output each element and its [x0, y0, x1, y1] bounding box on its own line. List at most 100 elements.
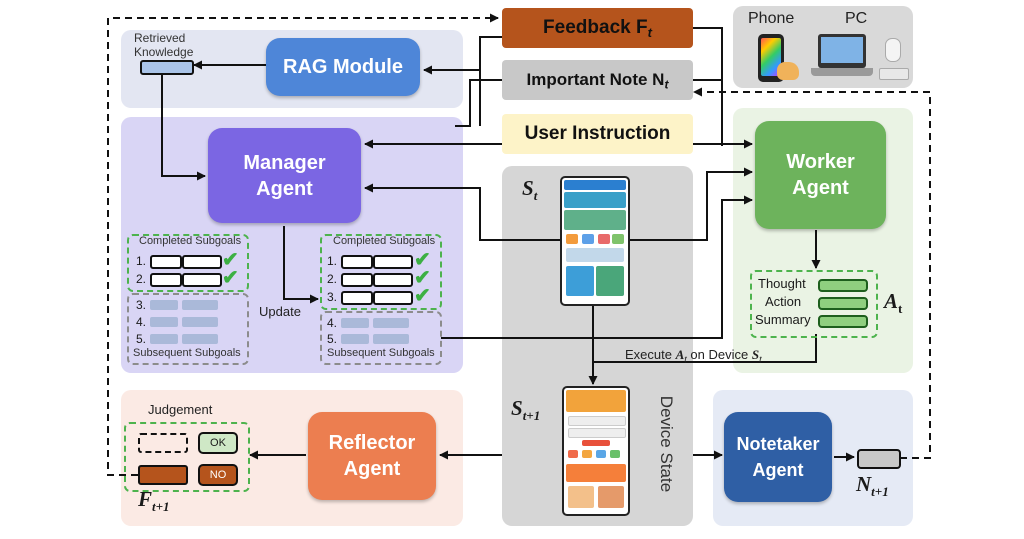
- right-subgoal-slot: [341, 273, 373, 287]
- left-subgoal-number-1: 1.: [136, 254, 147, 268]
- right-subsequent-title: Subsequent Subgoals: [327, 347, 435, 359]
- devices-block: Phone PC: [733, 6, 913, 88]
- action-item-thought: Thought: [758, 276, 806, 291]
- left-subsequent-slot: [182, 334, 218, 344]
- update-label: Update: [259, 304, 301, 319]
- feedback-subscript: t: [647, 24, 652, 40]
- retrieved-knowledge-chip: [140, 60, 194, 75]
- judgement-title: Judgement: [148, 402, 213, 417]
- execute-label: Execute At on Device St: [625, 347, 762, 365]
- execute-s: S: [751, 347, 760, 362]
- left-subgoal-slot: [182, 255, 222, 269]
- left-subsequent-slot: [182, 300, 218, 310]
- right-subgoal-slot: [373, 273, 413, 287]
- important-note-subscript: t: [664, 77, 669, 92]
- left-subsequent-subgoals: [127, 293, 249, 365]
- action-letter: A: [884, 289, 899, 313]
- phone-label: Phone: [748, 10, 795, 27]
- feedback-label: Feedback F: [543, 17, 648, 38]
- right-subgoal-slot: [373, 255, 413, 269]
- check-icon: ✔: [414, 267, 431, 289]
- right-subgoal-number-3: 3.: [327, 290, 338, 304]
- hand-icon: [777, 62, 799, 80]
- right-subgoal-slot: [373, 291, 413, 305]
- left-subgoal-slot: [182, 273, 222, 287]
- important-note-label: Important Note N: [526, 70, 665, 89]
- note-next-letter: N: [856, 472, 872, 496]
- right-subgoal-slot: [341, 255, 373, 269]
- state-st1-label: St+1: [511, 396, 540, 424]
- right-subgoal-number-1: 1.: [327, 254, 338, 268]
- left-subgoal-number-3: 3.: [136, 298, 147, 312]
- state-st1-letter: S: [511, 396, 523, 420]
- summary-bar: [818, 315, 868, 328]
- user-instruction-signal: User Instruction: [502, 114, 693, 154]
- state-st-subscript: t: [533, 188, 538, 204]
- feedback-next-label: Ft+1: [138, 487, 170, 515]
- right-subsequent-slot: [373, 334, 409, 344]
- judgement-no: NO: [198, 464, 238, 486]
- action-box: [750, 270, 878, 338]
- left-completed-title: Completed Subgoals: [139, 235, 242, 247]
- right-subsequent-subgoals: [320, 311, 442, 365]
- check-icon: ✔: [414, 249, 431, 271]
- action-item-action: Action: [765, 294, 802, 309]
- execute-s-sub: t: [759, 354, 762, 365]
- thought-bar: [818, 279, 868, 292]
- right-subgoal-number-5: 5.: [327, 332, 338, 346]
- check-icon: ✔: [414, 285, 431, 307]
- right-completed-subgoals: [320, 234, 442, 310]
- check-icon: ✔: [222, 267, 239, 289]
- right-subgoal-slot: [341, 291, 373, 305]
- left-subsequent-slot: [150, 334, 178, 344]
- state-st-label: St: [522, 176, 537, 204]
- reflector-agent: Reflector Agent: [308, 412, 436, 500]
- judgement-empty-slot: [138, 433, 188, 453]
- feedback-next-subscript: t+1: [152, 499, 170, 515]
- rag-module: RAG Module: [266, 38, 420, 96]
- right-subsequent-slot: [341, 334, 369, 344]
- left-subgoal-number-2: 2.: [136, 272, 147, 286]
- left-subsequent-slot: [182, 317, 218, 327]
- execute-prefix: Execute: [625, 347, 676, 362]
- action-subscript: t: [898, 301, 903, 317]
- judgement-ok: OK: [198, 432, 238, 454]
- notetaker-agent: Notetaker Agent: [724, 412, 832, 502]
- left-subgoal-slot: [150, 255, 182, 269]
- judgement-box: [124, 422, 250, 492]
- action-bar: [818, 297, 868, 310]
- worker-agent: Worker Agent: [755, 121, 886, 229]
- execute-a-sub: t: [684, 354, 687, 365]
- left-subgoal-slot: [150, 273, 182, 287]
- phone-screen-st: [560, 176, 630, 306]
- left-subsequent-slot: [150, 300, 178, 310]
- device-state-label: Device State: [657, 395, 676, 493]
- action-item-summary: Summary: [755, 312, 811, 327]
- execute-a: A: [675, 347, 685, 362]
- user-instruction-label: User Instruction: [524, 123, 671, 144]
- action-label: At: [884, 289, 902, 317]
- state-st1-subscript: t+1: [522, 408, 541, 424]
- feedback-next-letter: F: [138, 487, 153, 511]
- keyboard-icon: [879, 68, 909, 80]
- manager-agent: Manager Agent: [208, 128, 361, 223]
- right-subsequent-slot: [341, 318, 369, 328]
- left-subgoal-number-5: 5.: [136, 332, 147, 346]
- judgement-feedback-slot: [138, 465, 188, 485]
- laptop-base-icon: [811, 68, 873, 76]
- laptop-icon: [818, 34, 866, 68]
- left-subgoal-number-4: 4.: [136, 315, 147, 329]
- note-next-subscript: t+1: [871, 484, 889, 500]
- left-completed-subgoals: [127, 234, 249, 292]
- state-st-letter: S: [522, 176, 534, 200]
- note-next-chip: [857, 449, 901, 469]
- mouse-icon: [885, 38, 901, 62]
- phone-screen-st1: [562, 386, 630, 516]
- right-completed-title: Completed Subgoals: [333, 235, 436, 247]
- left-subsequent-title: Subsequent Subgoals: [133, 347, 241, 359]
- pc-label: PC: [845, 10, 868, 27]
- right-subsequent-slot: [373, 318, 409, 328]
